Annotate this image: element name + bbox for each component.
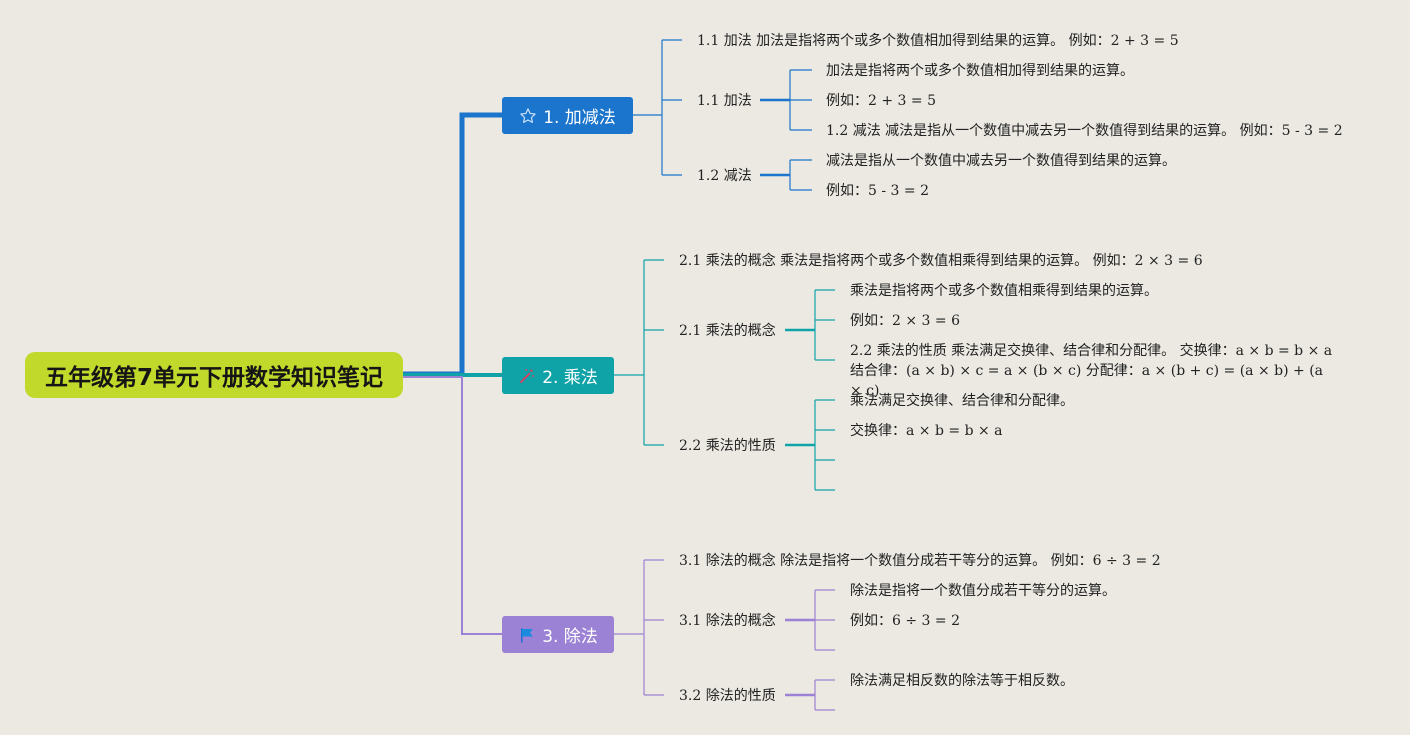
main-topic-multiplication[interactable]: 2. 乘法 — [502, 357, 614, 394]
root-topic[interactable]: 五年级第7单元下册数学知识笔记 — [25, 352, 403, 398]
detail-item[interactable]: 乘法是指将两个或多个数值相乘得到结果的运算。 — [850, 283, 1158, 299]
detail-item[interactable]: 交换律：a × b = b × a — [850, 423, 1003, 439]
subtopic-multiplication-properties[interactable]: 2.2 乘法的性质 — [679, 438, 776, 454]
main-topic-label: 3. 除法 — [542, 627, 598, 647]
detail-item[interactable]: 例如：2 × 3 = 6 — [850, 313, 960, 329]
magic-wand-icon — [518, 367, 536, 385]
detail-item[interactable]: 乘法满足交换律、结合律和分配律。 — [850, 393, 1074, 409]
link-b2-bracket — [614, 259, 664, 446]
subtopic-division-concept[interactable]: 3.1 除法的概念 — [679, 613, 776, 629]
detail-item[interactable]: 2.2 乘法的性质 乘法满足交换律、结合律和分配律。 交换律：a × b = b… — [850, 343, 1333, 399]
subtopic-summary[interactable]: 1.1 加法 加法是指将两个或多个数值相加得到结果的运算。 例如：2 + 3 =… — [697, 33, 1179, 49]
main-topic-label: 1. 加减法 — [543, 108, 616, 128]
link-b3-bracket — [614, 559, 664, 696]
detail-item[interactable]: 减法是指从一个数值中减去另一个数值得到结果的运算。 — [826, 153, 1176, 169]
detail-item[interactable]: 例如：6 ÷ 3 = 2 — [850, 613, 960, 629]
detail-item[interactable]: 除法满足相反数的除法等于相反数。 — [850, 673, 1074, 689]
main-topic-label: 2. 乘法 — [542, 368, 598, 388]
subtopic-division-properties[interactable]: 3.2 除法的性质 — [679, 688, 776, 704]
subtopic-summary[interactable]: 2.1 乘法的概念 乘法是指将两个或多个数值相乘得到结果的运算。 例如：2 × … — [679, 253, 1203, 269]
star-icon — [519, 107, 537, 125]
flag-icon — [518, 626, 536, 644]
link-root-branch1 — [403, 112, 502, 377]
subtopic-multiplication-concept[interactable]: 2.1 乘法的概念 — [679, 323, 776, 339]
detail-item[interactable]: 例如：2 + 3 = 5 — [826, 93, 936, 109]
main-topic-addition-subtraction[interactable]: 1. 加减法 — [502, 97, 633, 134]
subtopic-subtraction[interactable]: 1.2 减法 — [697, 168, 752, 184]
root-title: 五年级第7单元下册数学知识笔记 — [44, 365, 383, 391]
detail-item[interactable]: 除法是指将一个数值分成若干等分的运算。 — [850, 583, 1116, 599]
link-b1-bracket — [632, 39, 682, 176]
subtopic-summary[interactable]: 3.1 除法的概念 除法是指将一个数值分成若干等分的运算。 例如：6 ÷ 3 =… — [679, 553, 1161, 569]
subtopic-addition[interactable]: 1.1 加法 — [697, 93, 752, 109]
main-topic-division[interactable]: 3. 除法 — [502, 616, 614, 653]
detail-item[interactable]: 1.2 减法 减法是指从一个数值中减去另一个数值得到结果的运算。 例如：5 - … — [826, 123, 1343, 139]
link-root-branch3 — [403, 376, 502, 635]
detail-item[interactable]: 例如：5 - 3 = 2 — [826, 183, 929, 199]
link-b2c1-bracket — [785, 289, 835, 361]
detail-item[interactable]: 加法是指将两个或多个数值相加得到结果的运算。 — [826, 63, 1134, 79]
